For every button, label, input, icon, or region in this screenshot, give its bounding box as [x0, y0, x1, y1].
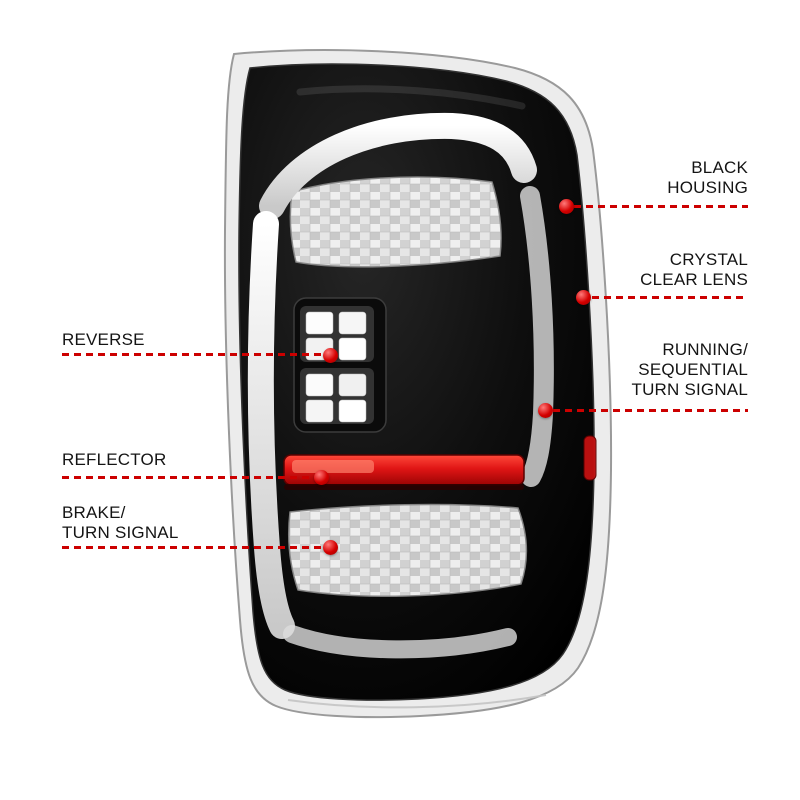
callout-line-crystal-clear-lens [592, 296, 748, 299]
bottom-trim-line [287, 694, 547, 709]
reflector-strip [283, 454, 525, 490]
lens-reflection [296, 85, 526, 110]
callout-line-running-sequential-turn-signal [553, 409, 748, 412]
callout-text: CRYSTAL [669, 250, 748, 269]
callout-text: SEQUENTIAL [638, 360, 748, 379]
callout-text: REVERSE [62, 330, 145, 349]
callout-label-crystal-clear-lens: CRYSTAL CLEAR LENS [548, 250, 748, 290]
callout-text: BLACK [691, 158, 748, 177]
callout-dot-running-sequential-turn-signal [538, 403, 553, 418]
callout-label-brake-turn-signal: BRAKE/ TURN SIGNAL [62, 503, 179, 543]
callout-text: TURN SIGNAL [62, 523, 179, 542]
callout-dot-crystal-clear-lens [576, 290, 591, 305]
upper-clear-lens [289, 176, 502, 268]
light-bar [247, 112, 554, 659]
callout-text: RUNNING/ [662, 340, 748, 359]
callout-text: REFLECTOR [62, 450, 167, 469]
callout-label-reflector: REFLECTOR [62, 450, 166, 470]
callout-label-black-housing: BLACK HOUSING [548, 158, 748, 198]
lower-lens-sheen [288, 504, 527, 597]
callout-dot-black-housing [559, 199, 574, 214]
reverse-light [293, 297, 387, 433]
callout-text: CLEAR LENS [640, 270, 748, 289]
callout-text: BRAKE/ [62, 503, 126, 522]
callout-dot-brake-turn-signal [323, 540, 338, 555]
callout-line-reflector [62, 476, 316, 479]
callout-dot-reverse [323, 348, 338, 363]
callout-line-brake-turn-signal [62, 546, 324, 549]
upper-lens-sheen [290, 177, 502, 267]
callout-label-reverse: REVERSE [62, 330, 145, 350]
callout-text: TURN SIGNAL [631, 380, 748, 399]
callout-text: HOUSING [667, 178, 748, 197]
side-reflector [583, 435, 597, 481]
lower-clear-lens [287, 503, 528, 597]
callout-label-running-sequential-turn-signal: RUNNING/ SEQUENTIAL TURN SIGNAL [548, 340, 748, 400]
callout-line-reverse [62, 353, 322, 356]
callout-dot-reflector [314, 470, 329, 485]
callout-line-black-housing [574, 205, 748, 208]
